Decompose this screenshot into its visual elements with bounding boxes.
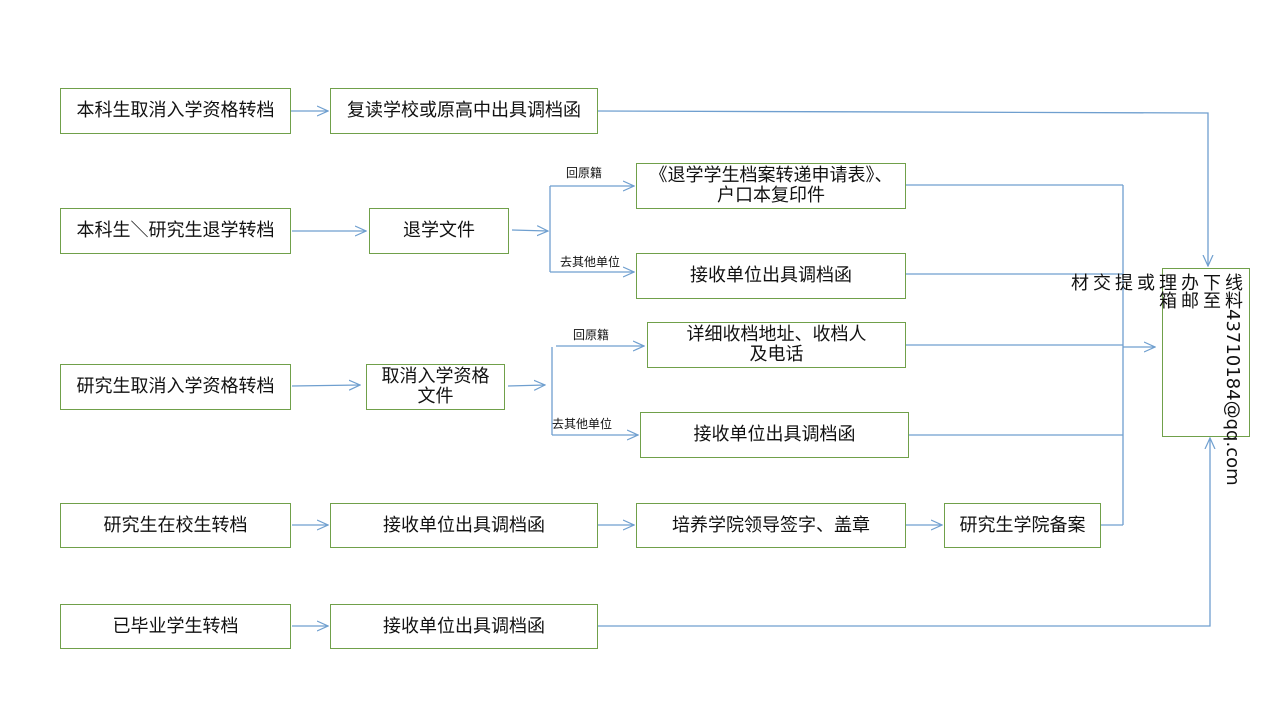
arrow-row5-final [598, 438, 1210, 627]
row3-step1: 取消入学资格 文件 [366, 364, 505, 410]
arrow-row3-b [507, 385, 545, 386]
row3-start: 研究生取消入学资格转档 [60, 364, 291, 410]
row1-start: 本科生取消入学资格转档 [60, 88, 291, 134]
row2-home-label: 回原籍 [566, 166, 603, 180]
final-box: 线下办理或提交材 料至邮箱 43710184@qq.com [1068, 268, 1250, 486]
final-line1: 线下办理或提交材 [1068, 273, 1243, 291]
row3-other-box: 接收单位出具调档函 [640, 412, 909, 458]
row4-step2: 培养学院领导签字、盖章 [636, 503, 906, 548]
final-email: 43710184@qq.com [1222, 309, 1243, 486]
row4-step1: 接收单位出具调档函 [330, 503, 598, 548]
row2-other-label: 去其他单位 [560, 255, 621, 269]
row4-start: 研究生在校生转档 [60, 503, 291, 548]
row2-other-box: 接收单位出具调档函 [636, 253, 906, 299]
row4-step3: 研究生学院备案 [944, 503, 1101, 548]
arrow-row1-final [597, 110, 1208, 266]
row3-other-label: 去其他单位 [552, 417, 613, 431]
row3-home-box: 详细收档地址、收档人 及电话 [647, 322, 906, 368]
arrow-row2-b [511, 230, 548, 231]
row2-home-box: 《退学学生档案转递申请表》、 户口本复印件 [636, 163, 906, 209]
row2-start: 本科生＼研究生退学转档 [60, 208, 291, 254]
row5-step1: 接收单位出具调档函 [330, 604, 598, 649]
arrow-row3-a [291, 385, 360, 386]
row5-start: 已毕业学生转档 [60, 604, 291, 649]
row3-home-label: 回原籍 [573, 328, 610, 342]
row1-step1: 复读学校或原高中出具调档函 [330, 88, 598, 134]
final-line2: 料至邮箱 [1156, 291, 1243, 309]
row2-step1: 退学文件 [369, 208, 509, 254]
